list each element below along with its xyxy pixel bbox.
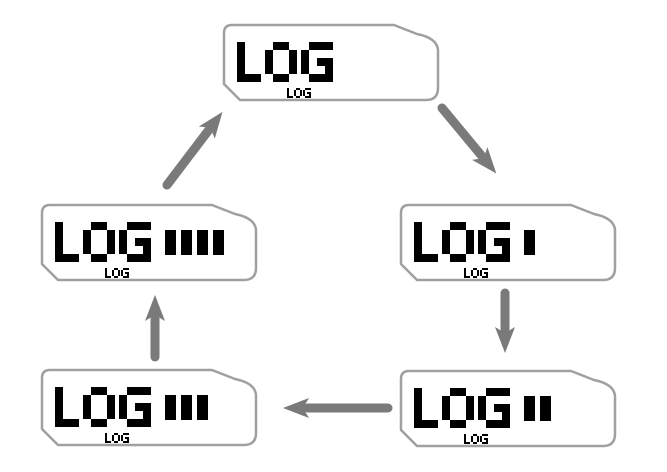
- arrow-left-to-top-icon: [162, 111, 223, 190]
- lcd-main-text: [414, 222, 510, 262]
- lcd-display-bottom-left: [40, 368, 260, 447]
- lcd-display-top: [222, 23, 442, 102]
- lcd-main-text: [55, 222, 151, 262]
- lcd-display-left: [40, 203, 260, 282]
- lcd-sub-label: [464, 434, 551, 444]
- lcd-display-bottom-right: [399, 369, 619, 448]
- signal-bars: [165, 394, 208, 420]
- lcd-sub-label: [287, 88, 347, 98]
- lcd-main-text: [55, 387, 151, 427]
- lcd-display-right: [399, 203, 619, 282]
- lcd-main-text: [414, 388, 510, 428]
- lcd-sub-label: [105, 433, 208, 443]
- signal-bars: [524, 395, 551, 421]
- signal-bars: [165, 229, 224, 255]
- arrow-top-to-right-icon: [437, 103, 497, 174]
- lcd-sub-label: [105, 268, 224, 278]
- signal-bars: [524, 229, 535, 255]
- lcd-main-text: [237, 42, 333, 82]
- lcd-sub-label: [464, 268, 535, 278]
